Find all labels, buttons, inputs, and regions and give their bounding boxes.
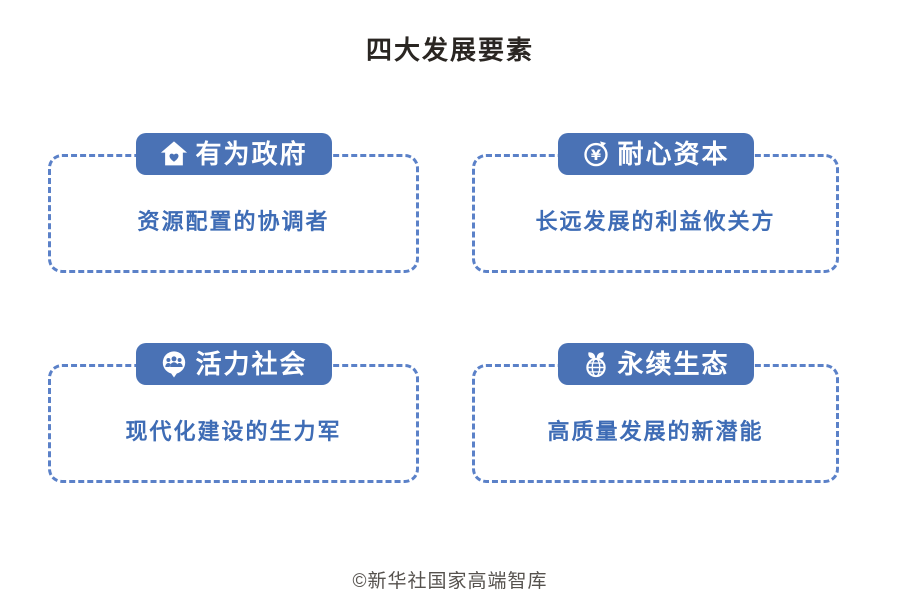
- card-ecology-tab: 永续生态: [557, 343, 754, 385]
- card-capital: ¥ 耐心资本 长远发展的利益攸关方: [472, 133, 839, 273]
- page-title: 四大发展要素: [365, 35, 534, 65]
- card-society-description: 现代化建设的生力军: [125, 418, 342, 444]
- card-society: 活力社会 现代化建设的生力军: [48, 343, 419, 483]
- card-ecology-title: 永续生态: [617, 349, 730, 379]
- page-footer-credit: ©新华社国家高端智库: [352, 571, 548, 592]
- yen-cycle-icon: ¥: [583, 141, 608, 167]
- card-society-tab: 活力社会: [135, 343, 332, 385]
- card-government: 有为政府 资源配置的协调者: [48, 133, 419, 273]
- card-government-title: 有为政府: [195, 139, 308, 169]
- card-government-tab: 有为政府: [135, 133, 332, 175]
- card-ecology-description: 高质量发展的新潜能: [547, 418, 764, 444]
- card-capital-title: 耐心资本: [617, 139, 730, 169]
- globe-leaves-icon: [585, 352, 606, 378]
- card-government-description: 资源配置的协调者: [137, 208, 330, 234]
- house-heart-icon: [160, 141, 187, 166]
- people-bubble-icon: [162, 351, 185, 378]
- svg-text:¥: ¥: [590, 147, 600, 164]
- card-capital-description: 长远发展的利益攸关方: [535, 208, 776, 234]
- card-capital-tab: ¥ 耐心资本: [557, 133, 754, 175]
- card-society-title: 活力社会: [195, 349, 308, 379]
- card-ecology: 永续生态 高质量发展的新潜能: [472, 343, 839, 483]
